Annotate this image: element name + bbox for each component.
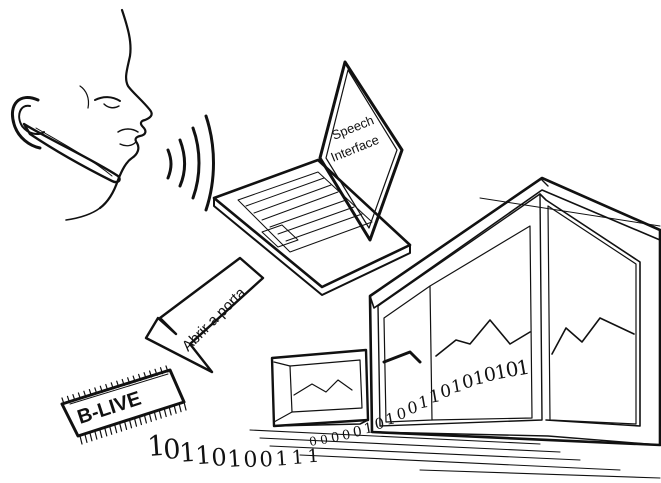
sound-waves-icon [168,116,214,210]
binary-lower-digit: 1 [307,446,320,468]
binary-lower-digit: 1 [291,446,305,469]
headset-icon [12,97,119,182]
small-building-icon [272,350,368,426]
binary-upper-digit: 0 [341,428,352,444]
binary-upper-digit: 1 [515,355,532,381]
binary-upper-digit: 0 [319,432,329,447]
binary-upper-digit: 0 [395,404,408,423]
binary-upper-digit: 0 [352,424,364,441]
binary-upper-digit: 1 [384,409,397,428]
binary-lower-digit: 1 [275,446,289,471]
command-arrow-icon [146,258,263,372]
binary-lower-digit: 0 [243,447,259,473]
binary-lower-digit: 0 [259,447,274,472]
speaking-face [66,10,152,220]
binary-upper-digit: 0 [373,414,386,433]
binary-lower-digit: 1 [227,446,243,473]
binary-upper-digit: 0 [330,430,341,446]
binary-lower-digit: 0 [210,443,227,472]
binary-upper-digit: 0 [308,434,318,449]
